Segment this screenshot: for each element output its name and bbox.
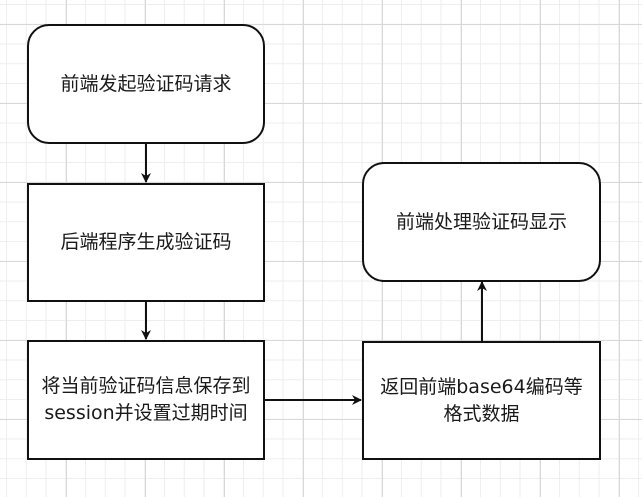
- node-label: 返回前端base64编码等格式数据: [380, 375, 583, 425]
- node-return-base64[interactable]: 返回前端base64编码等格式数据: [362, 341, 601, 460]
- node-save-session[interactable]: 将当前验证码信息保存到session并设置过期时间: [27, 340, 265, 460]
- node-label: 前端处理验证码显示: [395, 210, 567, 233]
- node-display-captcha[interactable]: 前端处理验证码显示: [362, 162, 601, 282]
- node-generate-captcha[interactable]: 后端程序生成验证码: [27, 183, 265, 302]
- node-label: 将当前验证码信息保存到session并设置过期时间: [41, 375, 251, 424]
- node-request-captcha[interactable]: 前端发起验证码请求: [27, 24, 265, 144]
- node-label: 前端发起验证码请求: [60, 72, 232, 95]
- node-label: 后端程序生成验证码: [60, 231, 232, 253]
